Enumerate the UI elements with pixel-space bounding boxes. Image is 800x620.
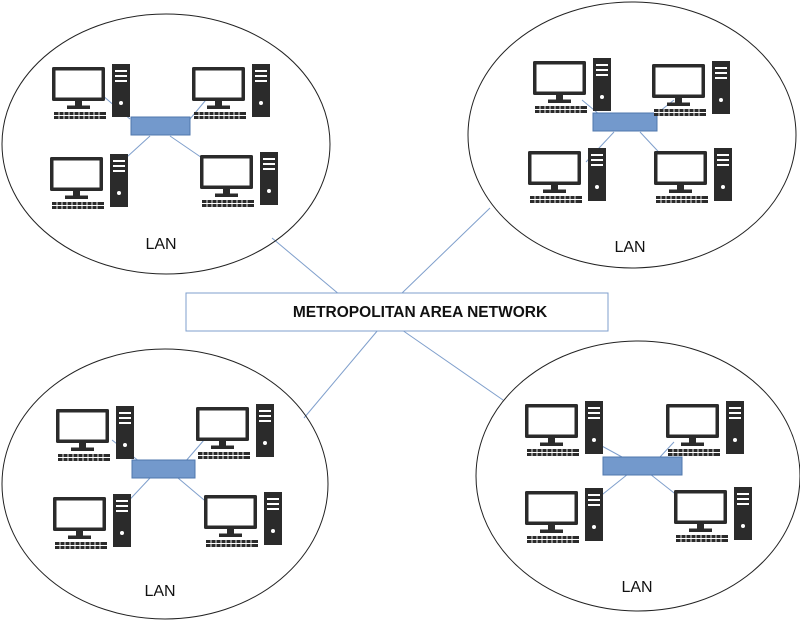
- lan-top-left: LAN: [1, 13, 331, 275]
- man-title: METROPOLITAN AREA NETWORK: [293, 304, 548, 321]
- lan-label: LAN: [614, 239, 645, 256]
- lan-top-right: LAN: [467, 1, 797, 269]
- man-link-bottom-right: [401, 329, 504, 401]
- man-link-top-right: [399, 207, 491, 296]
- computer: [203, 491, 283, 548]
- network-switch: [130, 116, 191, 136]
- man-link-top-left: [271, 237, 341, 296]
- lan-label: LAN: [144, 583, 175, 600]
- network-switch: [131, 459, 196, 479]
- network-switch: [592, 112, 658, 132]
- man-box: METROPOLITAN AREA NETWORK: [185, 292, 609, 332]
- man-link-bottom-left: [303, 329, 379, 419]
- lan-boundary: [475, 340, 800, 612]
- network-switch: [602, 456, 683, 476]
- computer: [199, 151, 279, 208]
- computer: [673, 486, 753, 543]
- computer: [653, 147, 733, 204]
- computer: [532, 57, 612, 114]
- computer: [524, 400, 604, 457]
- computer: [52, 493, 132, 550]
- lan-bottom-right: LAN: [475, 340, 800, 612]
- lan-label: LAN: [621, 579, 652, 596]
- computer: [49, 153, 129, 210]
- lan-boundary: [1, 13, 331, 275]
- lan-label: LAN: [145, 236, 176, 253]
- lan-boundary: [467, 1, 797, 269]
- computer: [195, 403, 275, 460]
- computer: [665, 400, 745, 457]
- computer: [524, 487, 604, 544]
- man-links: [271, 207, 504, 419]
- computer: [191, 63, 271, 120]
- computer: [55, 405, 135, 462]
- lan-boundary: [1, 348, 329, 620]
- computer: [51, 63, 131, 120]
- computer: [527, 147, 607, 204]
- lan-bottom-left: LAN: [1, 348, 329, 620]
